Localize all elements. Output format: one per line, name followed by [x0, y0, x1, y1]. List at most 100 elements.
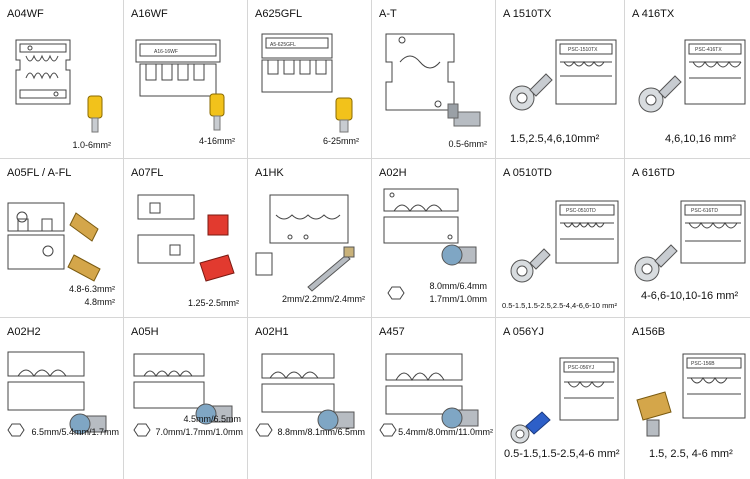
svg-text:A5-625GFL: A5-625GFL [270, 42, 296, 48]
ring-terminal-icon [634, 244, 678, 282]
ring-terminal-icon [510, 248, 551, 283]
crimp-die-drawing [15, 39, 103, 133]
die-spec: 4,6,10,16 mm² [665, 133, 736, 145]
hex-nut-icon [379, 423, 397, 437]
die-spec-secondary: 7.0mm/1.7mm/1.0mm [155, 427, 243, 437]
flag-terminal-icon [67, 212, 101, 282]
die-spec: 6-25mm² [322, 136, 359, 146]
hex-nut-icon [387, 286, 405, 300]
die-model-name: A457 [379, 326, 405, 338]
die-spec: 4.5mm/6.5mm [183, 414, 241, 424]
die-model-name: A1HK [255, 167, 284, 179]
crimp-die-drawing [255, 194, 355, 292]
die-model-name: A156B [632, 326, 666, 338]
crimp-die-drawing: A16-16WF [135, 39, 225, 131]
die-model-name: A02H2 [7, 326, 41, 338]
svg-text:PSC-616TD: PSC-616TD [691, 208, 718, 214]
die-cell-a457[interactable]: A457 5.4mm/8.0mm/11.0mm² [372, 318, 495, 479]
crimp-die-drawing [133, 353, 233, 437]
crimp-die-drawing: PSC-056YJ [510, 357, 619, 444]
die-model-name: A16WF [131, 8, 168, 20]
die-cell-a616td[interactable]: PSC-616TD A 616TD 4-6,6-10,10-16 mm² [625, 159, 750, 317]
die-spec: 4-16mm² [198, 136, 235, 146]
die-cell-a-t[interactable]: A-T 0.5-6mm² [372, 0, 495, 158]
die-cell-a05fl[interactable]: A05FL / A-FL 4.8-6.3mm² 4.8mm² [0, 159, 123, 317]
crimp-die-drawing [137, 194, 235, 282]
flag-terminal-icon [636, 391, 672, 437]
crimp-die-drawing [255, 353, 355, 437]
die-spec: 0.5-1.5,1.5-2.5,2.5-4,4-6,6-10 mm² [502, 301, 618, 310]
die-model-name: A 416TX [632, 8, 675, 20]
die-cell-a0510td[interactable]: PSC-0510TD A 0510TD 0.5-1.5,1.5-2.5,2.5-… [496, 159, 624, 317]
die-spec: 4-6,6-10,10-16 mm² [641, 290, 739, 302]
die-model-name: A05FL / A-FL [7, 167, 72, 179]
die-cell-a1hk[interactable]: A1HK 2mm/2.2mm/2.4mm² [248, 159, 371, 317]
die-spec-secondary: 1.7mm/1.0mm [429, 294, 487, 304]
ring-terminal-icon [509, 73, 553, 111]
die-cell-a02h2[interactable]: A02H2 6.5mm/5.4mm/1.7mm [0, 318, 123, 479]
svg-text:PSC-0510TD: PSC-0510TD [566, 208, 596, 214]
die-spec: 2mm/2.2mm/2.4mm² [281, 294, 365, 304]
die-spec: 0.5-1.5,1.5-2.5,4-6 mm² [504, 448, 620, 460]
die-cell-a02h[interactable]: A02H 8.0mm/6.4mm 1.7mm/1.0mm [372, 159, 495, 317]
crimp-die-drawing [383, 188, 477, 300]
die-model-name: A04WF [7, 8, 44, 20]
crimp-die-drawing: PSC-0510TD [510, 200, 619, 283]
insulated-flag-terminal-icon [199, 214, 235, 282]
die-cell-a16wf[interactable]: A16-16WF A16WF 4-16mm² [124, 0, 247, 158]
bnc-connector-icon [195, 403, 233, 425]
die-spec: 8.0mm/6.4mm [429, 281, 487, 291]
die-cell-a04wf[interactable]: A04WF 1.0-6mm² [0, 0, 123, 158]
die-spec: 1.0-6mm² [72, 140, 111, 150]
crimp-die-drawing [7, 202, 101, 282]
crimp-die-drawing: PSC-156B [636, 353, 746, 437]
die-model-name: A 0510TD [503, 167, 552, 179]
bnc-connector-icon [317, 409, 355, 431]
hex-nut-icon [133, 423, 151, 437]
die-cell-a156b[interactable]: PSC-156B A156B 1.5, 2.5, 4-6 mm² [625, 318, 750, 479]
svg-text:PSC-056YJ: PSC-056YJ [568, 365, 595, 371]
die-model-name: A-T [379, 8, 397, 20]
die-spec: 5.4mm/8.0mm/11.0mm² [398, 427, 493, 437]
die-cell-a05h[interactable]: A05H 4.5mm/6.5mm 7.0mm/1.7mm/1.0mm [124, 318, 247, 479]
ferrule-yellow-icon [87, 95, 103, 133]
ring-terminal-icon [638, 75, 682, 113]
die-spec: 8.8mm/8.1mm/6.5mm [277, 427, 365, 437]
crimp-die-drawing: A5-625GFL [261, 33, 353, 133]
die-model-name: A625GFL [255, 8, 303, 20]
die-spec: 1.25-2.5mm² [187, 298, 239, 308]
die-cell-a02h1[interactable]: A02H1 8.8mm/8.1mm/6.5mm [248, 318, 371, 479]
svg-text:PSC-156B: PSC-156B [691, 361, 715, 367]
crimp-die-drawing [379, 353, 479, 437]
hex-nut-icon [255, 423, 273, 437]
die-model-name: A07FL [131, 167, 164, 179]
ferrule-yellow-icon [335, 97, 353, 133]
die-spec: 1.5,2.5,4,6,10mm² [510, 133, 600, 145]
bnc-connector-icon [441, 244, 477, 266]
die-cell-a416tx[interactable]: PSC-416TX A 416TX 4,6,10,16 mm² [625, 0, 750, 158]
die-model-name: A 616TD [632, 167, 675, 179]
crimp-die-drawing [385, 33, 481, 127]
pin-contact-icon [307, 246, 355, 292]
die-spec: 6.5mm/5.4mm/1.7mm [31, 427, 119, 437]
die-spec: 1.5, 2.5, 4-6 mm² [649, 448, 733, 460]
die-model-name: A02H1 [255, 326, 289, 338]
die-spec-secondary: 4.8mm² [84, 297, 115, 307]
die-cell-a1510tx[interactable]: PSC-1510TX A 1510TX 1.5,2.5,4,6,10mm² [496, 0, 624, 158]
bnc-connector-icon [69, 413, 107, 435]
die-spec: 0.5-6mm² [448, 139, 487, 149]
hex-nut-icon [7, 423, 25, 437]
crimp-die-drawing: PSC-416TX [638, 39, 746, 113]
die-model-name: A02H [379, 167, 407, 179]
ferrule-yellow-icon [209, 93, 225, 131]
svg-text:A16-16WF: A16-16WF [154, 49, 178, 55]
die-model-name: A 1510TX [503, 8, 552, 20]
crimp-die-drawing: PSC-1510TX [509, 39, 617, 111]
crimp-die-drawing: PSC-616TD [634, 200, 746, 282]
die-cell-a07fl[interactable]: A07FL 1.25-2.5mm² [124, 159, 247, 317]
crimp-die-drawing [7, 351, 107, 437]
die-cell-a056yj[interactable]: PSC-056YJ A 056YJ 0.5-1.5,1.5-2.5,4-6 mm… [496, 318, 624, 479]
insulated-ring-terminal-icon [510, 411, 551, 444]
die-cell-a625gfl[interactable]: A5-625GFL A625GFL 6-25mm² [248, 0, 371, 158]
